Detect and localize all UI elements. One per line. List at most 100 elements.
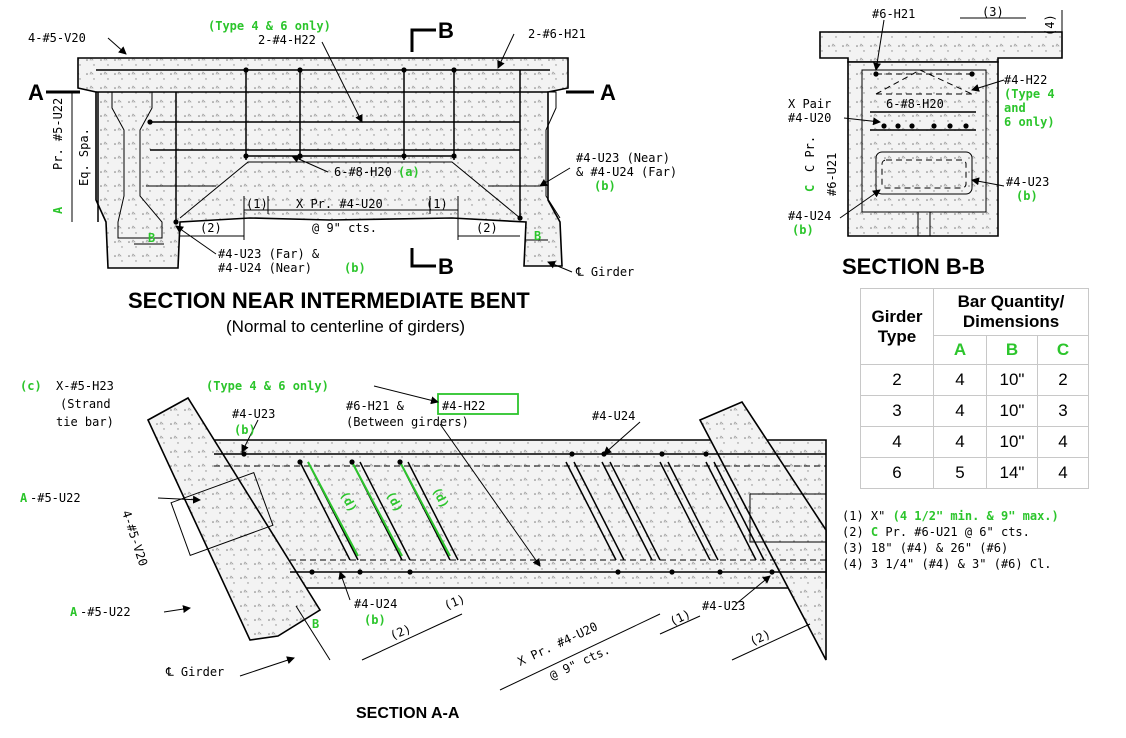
marker-b-bottom: B	[438, 254, 454, 279]
aa-label-h23: X-#5-H23	[56, 379, 114, 393]
th-bar-quantity: Bar Quantity/ Dimensions	[933, 288, 1089, 336]
note-2-green: C	[870, 525, 879, 539]
bb-label-and: and	[1004, 101, 1026, 115]
cell-b: 10"	[986, 364, 1038, 396]
rebar-dots	[147, 67, 523, 225]
label-at9: @ 9" cts.	[312, 221, 377, 235]
label-u24-near: #4-U24 (Near)	[218, 261, 312, 275]
section-aa: (c) X-#5-H23 (Strand tie bar) (Type 4 & …	[20, 379, 827, 722]
aa-label-girder: ℄ Girder	[165, 665, 224, 679]
aa-label-bay: B	[312, 617, 319, 631]
note-2-text: Pr. #6-U21 @ 6" cts.	[885, 525, 1030, 539]
cell-c: 4	[1037, 426, 1089, 458]
aa-label-a2: A	[70, 605, 78, 619]
note-1-prefix: (1) X"	[842, 509, 886, 523]
marker-a-right: A	[600, 80, 616, 105]
aa-label-strand2: tie bar)	[56, 415, 114, 429]
section-bb: #6-H21 (3) (4) #4-H22 (Type 4 and 6 only…	[788, 5, 1063, 279]
bb-slab	[819, 31, 1063, 63]
note-2-prefix: (2)	[842, 525, 864, 539]
title-aa: SECTION A-A	[356, 705, 460, 722]
bar-quantity-table: Girder Type Bar Quantity/ Dimensions A B…	[860, 288, 1089, 489]
label-b-left: (b)	[344, 261, 366, 275]
bb-inner-box	[861, 69, 987, 213]
aa-label-b2: (b)	[364, 613, 386, 627]
aa-label-u23b: #4-U23	[702, 599, 745, 613]
cell-a: 4	[933, 395, 987, 427]
general-notes: (1) X" (4 1/2" min. & 9" max.) (2) C Pr.…	[842, 508, 1059, 572]
label-girder-cl: ℄ Girder	[575, 265, 634, 279]
aa-left-block	[170, 471, 274, 557]
cell-b: 10"	[986, 426, 1038, 458]
cut-b-bottom	[410, 248, 436, 268]
aa-label-between: (Between girders)	[346, 415, 469, 429]
bb-label-h20: 6-#8-H20	[886, 97, 944, 111]
table-row: 2 4 10" 2	[860, 364, 1089, 396]
aa-label-u22-1: -#5-U22	[30, 491, 81, 505]
bb-label-u24: #4-U24	[788, 209, 831, 223]
label-h20-a: (a)	[398, 165, 420, 179]
aa-label-v20: 4-#5-V20	[119, 509, 150, 568]
aa-label-type46: (Type 4 & 6 only)	[206, 379, 329, 393]
label-v20: 4-#5-V20	[28, 31, 86, 45]
th-col-a: A	[933, 335, 987, 365]
bb-label-type4: (Type 4	[1004, 87, 1055, 101]
aa-label-a1: A	[20, 491, 28, 505]
bb-label-u20: #4-U20	[788, 111, 831, 125]
bb-label-b-right: (b)	[1016, 189, 1038, 203]
aa-label-h21: #6-H21 &	[346, 399, 405, 413]
bb-label-cpr: C Pr.	[803, 136, 817, 172]
bb-label-u23: #4-U23	[1006, 175, 1049, 189]
aa-dim-2-left	[361, 623, 441, 661]
th-col-c: C	[1037, 335, 1089, 365]
cell-b: 10"	[986, 395, 1038, 427]
cell-c: 2	[1037, 364, 1089, 396]
note-1: (1) X" (4 1/2" min. & 9" max.)	[842, 508, 1059, 524]
note-4: (4) 3 1/4" (#4) & 3" (#6) Cl.	[842, 557, 1052, 571]
cell-a: 4	[933, 426, 987, 458]
note-1-green: (4 1/2" min. & 9" max.)	[892, 509, 1059, 523]
aa-dim-1-right	[659, 615, 701, 635]
bb-label-h21: #6-H21	[872, 7, 915, 21]
label-dim2-right: (2)	[476, 221, 498, 235]
th-girder-type: Girder Type	[860, 288, 934, 365]
table-row: 3 4 10" 3	[860, 395, 1089, 427]
label-xpr: X Pr. #4-U20	[296, 197, 383, 211]
bb-label-h22: #4-H22	[1004, 73, 1047, 87]
label-u23-near: #4-U23 (Near)	[576, 151, 670, 165]
bb-diaphragm	[847, 61, 999, 237]
table-row: 6 5 14" 4	[860, 457, 1089, 489]
note-3: (3) 18" (#4) & 26" (#6)	[842, 541, 1009, 555]
section-near-bent: 4-#5-V20 (Type 4 & 6 only) 2-#4-H22 2-#6…	[28, 18, 677, 336]
th-col-b: B	[986, 335, 1038, 365]
aa-left-girder	[146, 396, 322, 641]
aa-label-u23: #4-U23	[232, 407, 275, 421]
label-dim2-left: (2)	[200, 221, 222, 235]
cell-a: 4	[933, 364, 987, 396]
aa-label-1-right: (1)	[667, 607, 693, 629]
label-eq-spa: Eq. Spa.	[77, 128, 91, 186]
label-dim1-left: (1)	[246, 197, 268, 211]
bb-rebar-dots	[873, 71, 975, 129]
aa-label-b1: (b)	[234, 423, 256, 437]
right-girder-outline	[520, 91, 561, 219]
aa-label-1-left: (1)	[442, 592, 467, 613]
label-u23-far: #4-U23 (Far) &	[218, 247, 320, 261]
bb-label-6only: 6 only)	[1004, 115, 1055, 129]
aa-label-strand1: (Strand	[60, 397, 111, 411]
bb-u23-loop	[875, 151, 973, 195]
cell-a: 5	[933, 457, 987, 489]
label-u22-pr: Pr. #5-U22	[51, 98, 65, 170]
aa-label-u24b: #4-U24	[354, 597, 397, 611]
aa-dim-2-right	[731, 623, 811, 661]
bb-label-u21: #6-U21	[825, 153, 839, 196]
subtitle-near-bent: (Normal to centerline of girders)	[226, 317, 465, 336]
title-bb: SECTION B-B	[842, 254, 985, 279]
table-row: 4 4 10" 4	[860, 426, 1089, 458]
aa-dim-xpr	[499, 613, 661, 691]
cell-b: 14"	[986, 457, 1038, 489]
bb-label-xpair: X Pair	[788, 97, 831, 111]
aa-label-h22: #4-H22	[442, 399, 485, 413]
bb-type4-dash	[875, 69, 973, 95]
